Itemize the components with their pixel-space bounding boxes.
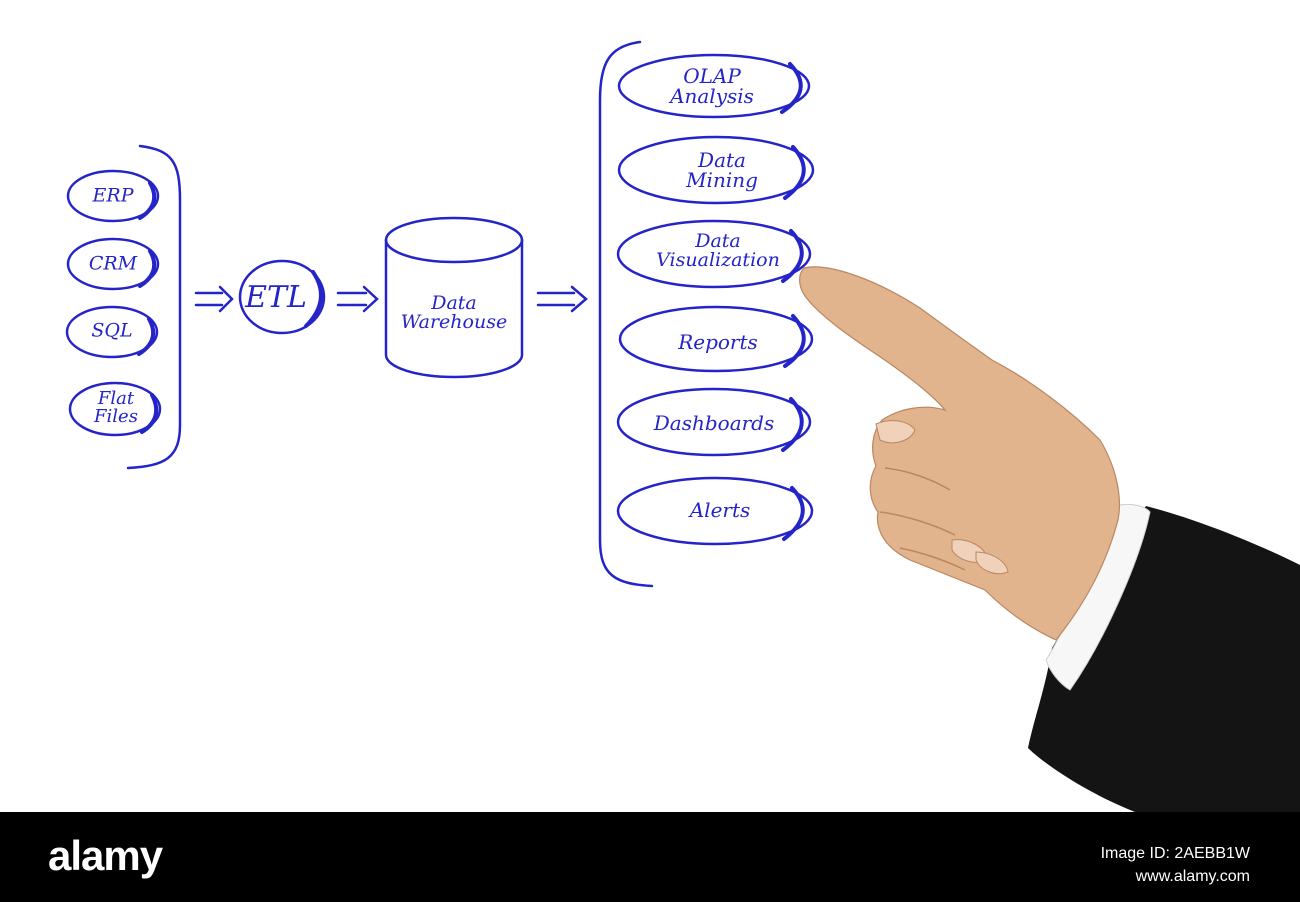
footer-image-id: Image ID: 2AEBB1W <box>1100 845 1250 862</box>
arrow-etl-to-warehouse <box>336 285 379 313</box>
diagram-graphics <box>65 40 1300 812</box>
warehouse-cylinder <box>384 216 524 379</box>
sources-bracket <box>126 144 182 470</box>
footer-image-info: Image ID: 2AEBB1W www.alamy.com <box>1101 842 1250 888</box>
etl-circle <box>238 259 326 335</box>
footer-site: www.alamy.com <box>1135 868 1250 886</box>
output-oval-olap <box>617 53 811 119</box>
output-oval-data-mining <box>617 135 815 205</box>
source-oval-flat-files <box>68 381 162 437</box>
output-oval-data-visualization <box>616 219 812 289</box>
source-oval-sql <box>65 305 159 359</box>
source-oval-erp <box>66 169 160 223</box>
output-oval-alerts <box>616 476 814 546</box>
output-oval-dashboards <box>616 387 812 457</box>
diagram-canvas: ERP CRM SQL Flat Files ETL Data Warehous… <box>65 40 1300 812</box>
arrow-sources-to-etl <box>194 285 234 313</box>
outputs-bracket <box>598 40 654 588</box>
watermark-footer: alamy Image ID: 2AEBB1W www.alamy.com <box>0 812 1300 902</box>
footer-brand: alamy <box>48 832 163 879</box>
output-oval-reports <box>618 305 814 373</box>
arrow-warehouse-to-outputs <box>536 285 588 313</box>
hand <box>799 266 1120 641</box>
pointing-hand <box>799 266 1300 812</box>
source-oval-crm <box>66 237 160 291</box>
